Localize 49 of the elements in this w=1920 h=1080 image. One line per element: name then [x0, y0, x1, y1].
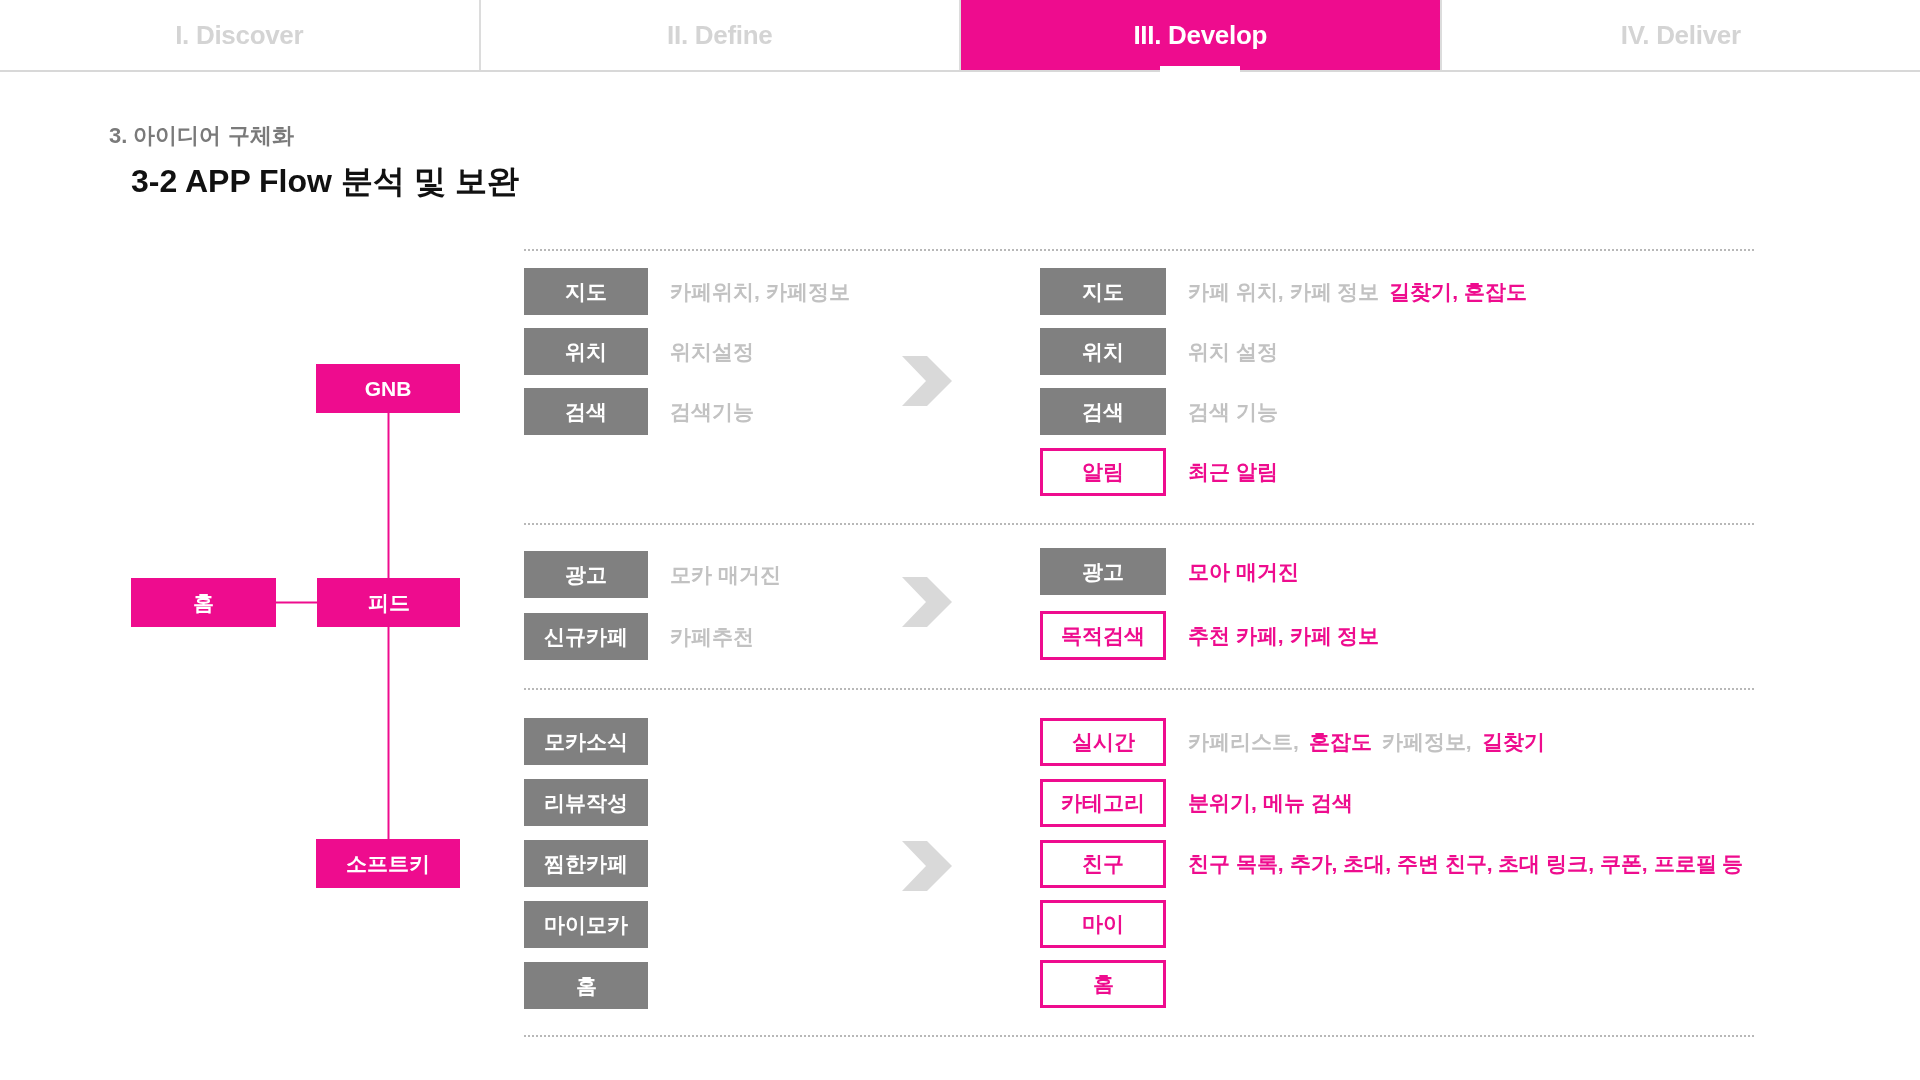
feature-box: 마이모카 [524, 901, 648, 948]
feature-box: 모카소식 [524, 718, 648, 765]
feature-box: 위치 [524, 328, 648, 375]
feature-box: 홈 [524, 962, 648, 1009]
new-feature-box: 친구 [1040, 840, 1166, 888]
feature-box: 광고 [1040, 548, 1166, 595]
page-title: 3-2 APP Flow 분석 및 보완 [131, 162, 519, 201]
feature-box: 검색 [524, 388, 648, 435]
feature-box: 위치 [1040, 328, 1166, 375]
feature-box: 검색 [1040, 388, 1166, 435]
new-feature-box: 홈 [1040, 960, 1166, 1008]
new-feature-box: 마이 [1040, 900, 1166, 948]
feature-box: 지도 [524, 268, 648, 315]
description-text: 검색기능 [670, 398, 754, 425]
screen-box: 피드 [317, 578, 460, 627]
new-feature-box: 실시간 [1040, 718, 1166, 766]
feature-box: 지도 [1040, 268, 1166, 315]
description-text: 카페추천 [670, 623, 754, 650]
description-text: 위치 설정 [1188, 338, 1278, 365]
feature-box: 신규카페 [524, 613, 648, 660]
new-feature-box: 목적검색 [1040, 611, 1166, 660]
description-text: 친구 목록, 추가, 초대, 주변 친구, 초대 링크, 쿠폰, 프로필 등 [1188, 851, 1744, 877]
feature-box: 광고 [524, 551, 648, 598]
connector-line [275, 601, 318, 604]
new-feature-box: 알림 [1040, 448, 1166, 496]
feature-box: 찜한카페 [524, 840, 648, 887]
screen-box: 소프트키 [316, 839, 460, 888]
description-text: 카페 위치, 카페 정보 [1188, 278, 1380, 305]
connector-line [387, 626, 390, 840]
connector-line [387, 412, 390, 579]
description-text: 모아 매거진 [1188, 558, 1299, 585]
description-text: 길찾기, 혼잡도 [1389, 278, 1527, 305]
new-feature-box: 카테고리 [1040, 779, 1166, 827]
screen-box: GNB [316, 364, 460, 413]
description-text: 분위기, 메뉴 검색 [1188, 790, 1353, 816]
description-text: 추천 카페, 카페 정보 [1188, 622, 1380, 649]
active-tab: III. Develop [959, 0, 1440, 70]
description-text: 검색 기능 [1188, 398, 1278, 425]
screen-box: 홈 [131, 578, 276, 627]
description-text: 길찾기 [1481, 729, 1545, 755]
section-heading: 3. 아이디어 구체화 [109, 122, 294, 150]
description-text: 최근 알림 [1188, 459, 1278, 485]
description-text: 모카 매거진 [670, 561, 781, 588]
description-text: 혼잡도 [1308, 729, 1372, 755]
feature-box: 리뷰작성 [524, 779, 648, 826]
description-text: 위치설정 [670, 338, 754, 365]
description-text: 카페리스트, [1188, 729, 1299, 755]
description-text: 카페정보, [1381, 729, 1472, 755]
description-text: 카페위치, 카페정보 [670, 278, 850, 305]
